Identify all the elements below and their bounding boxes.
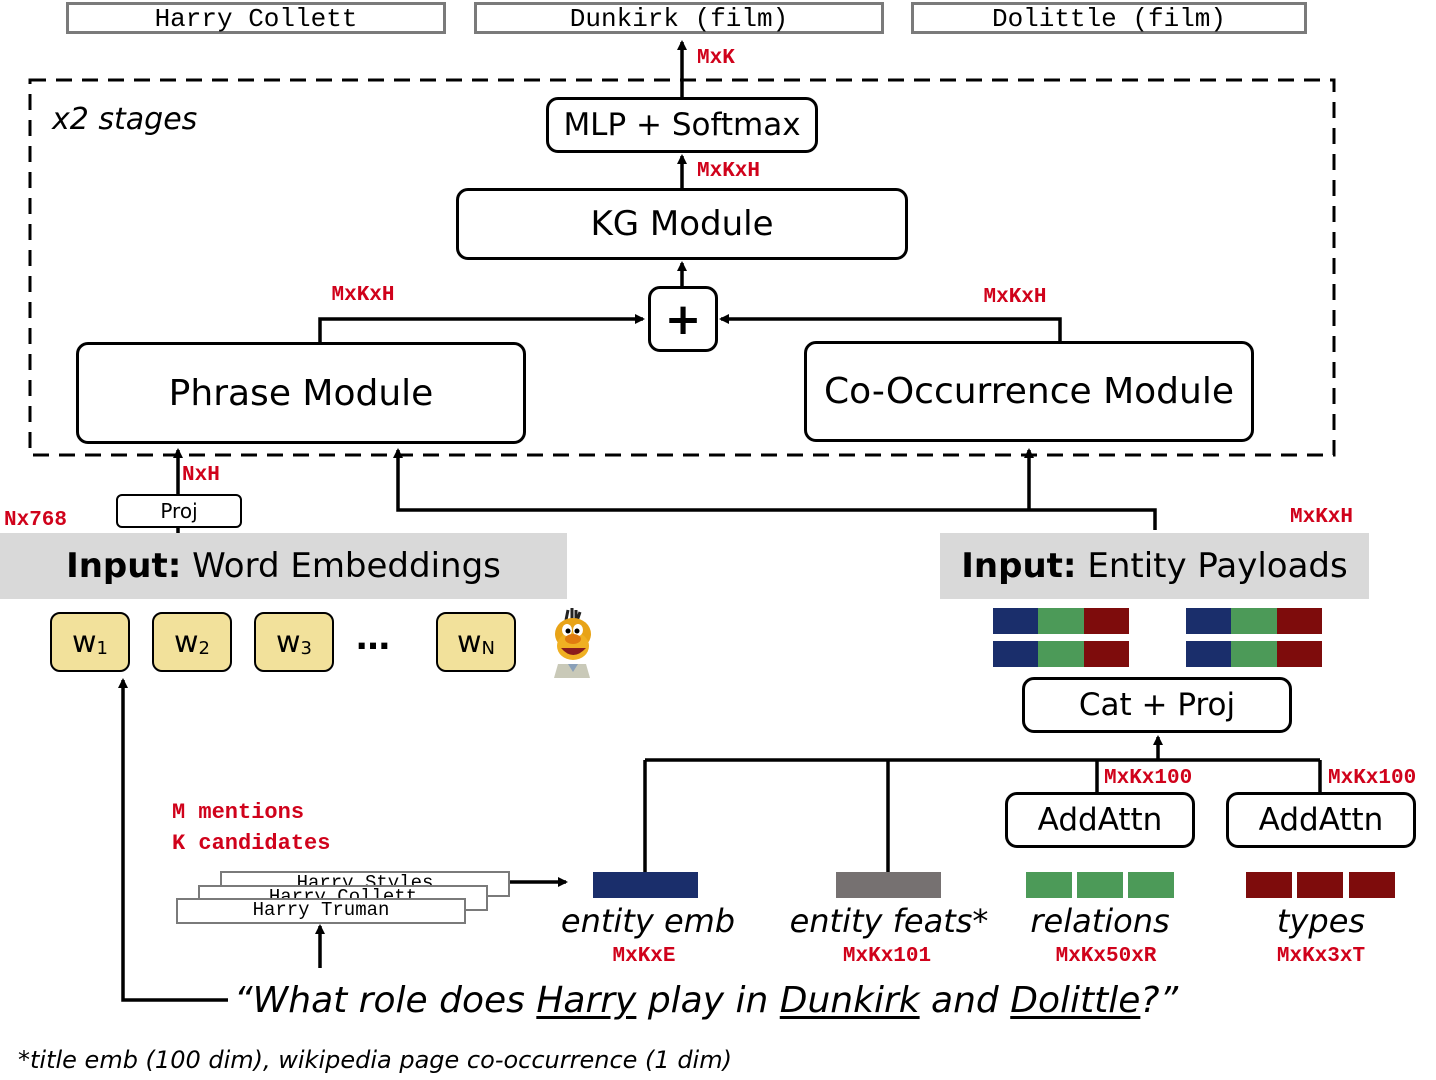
entity-feats-label: entity feats* xyxy=(789,902,989,940)
kg-module-label: KG Module xyxy=(590,204,774,244)
word-ellipsis: … xyxy=(356,618,390,658)
proj-box: Proj xyxy=(116,494,242,528)
dim-addattn-2-out: MxKx100 xyxy=(1328,767,1417,790)
entity-feats-dim: MxKx101 xyxy=(842,945,932,968)
types-bar xyxy=(1297,872,1343,898)
mentions-label: M mentions xyxy=(172,800,305,825)
entity-input-bold: Input: xyxy=(961,546,1077,586)
output-entity-3: Dolittle (film) xyxy=(911,2,1307,34)
relations-bar xyxy=(1128,872,1174,898)
question-part: and xyxy=(919,980,1011,1021)
word-token-base: w xyxy=(456,624,482,660)
candidates-label: K candidates xyxy=(172,831,331,856)
payload-bar xyxy=(993,641,1129,667)
relations-label: relations xyxy=(1030,902,1170,940)
proj-label: Proj xyxy=(160,499,198,523)
addattn-box-2: AddAttn xyxy=(1226,792,1416,848)
cooccurrence-module-box: Co-Occurrence Module xyxy=(804,341,1254,442)
relations-bar xyxy=(1026,872,1072,898)
entity-emb-dim: MxKxE xyxy=(612,945,676,968)
addattn-label-1: AddAttn xyxy=(1037,802,1163,838)
phrase-module-label: Phrase Module xyxy=(168,372,434,414)
mlp-softmax-label: MLP + Softmax xyxy=(563,107,801,143)
types-dim: MxKx3xT xyxy=(1276,945,1366,968)
stages-label: x2 stages xyxy=(52,102,198,137)
plus-label: + xyxy=(664,293,702,345)
entity-payloads-input: Input: Entity Payloads xyxy=(940,533,1369,599)
question-text: “What role does Harry play in Dunkirk an… xyxy=(234,980,1178,1021)
entity-emb-label: entity emb xyxy=(560,902,736,940)
word-token-sub: 3 xyxy=(300,637,312,659)
dim-addattn-1-out: MxKx100 xyxy=(1104,767,1193,790)
question-mention-harry: Harry xyxy=(536,980,637,1021)
phrase-module-box: Phrase Module xyxy=(76,342,526,444)
dim-word-in: Nx768 xyxy=(4,509,68,532)
word-token-sub: 1 xyxy=(96,637,108,659)
types-bar xyxy=(1246,872,1292,898)
dim-mlp-out: MxK xyxy=(697,47,735,70)
dim-entity-in: MxKxH xyxy=(1290,506,1354,529)
word-token-base: w xyxy=(72,624,97,660)
entity-feats-bar xyxy=(836,872,941,898)
types-label: types xyxy=(1276,902,1366,940)
footnote: *title emb (100 dim), wikipedia page co-… xyxy=(18,1046,732,1074)
relations-bar xyxy=(1077,872,1123,898)
dim-proj-out: NxH xyxy=(182,464,220,487)
dim-cooc-out: MxKxH xyxy=(983,286,1047,309)
cooccurrence-module-label: Co-Occurrence Module xyxy=(824,371,1234,412)
question-mention-dunkirk: Dunkirk xyxy=(779,980,920,1021)
word-token-sub: N xyxy=(481,637,495,659)
addattn-label-2: AddAttn xyxy=(1258,802,1384,838)
word-token-base: w xyxy=(174,624,199,660)
cat-proj-label: Cat + Proj xyxy=(1078,687,1236,723)
dim-kg-out: MxKxH xyxy=(697,160,761,183)
bert-mascot-icon xyxy=(554,608,591,678)
relations-dim: MxKx50xR xyxy=(1055,945,1157,968)
word-token-sub: 2 xyxy=(198,637,210,659)
question-part: ?” xyxy=(1140,980,1179,1021)
entity-emb-bar xyxy=(593,872,698,898)
kg-module-box: KG Module xyxy=(456,188,908,260)
question-mention-dolittle: Dolittle xyxy=(1010,980,1141,1021)
entity-input-text: Entity Payloads xyxy=(1076,546,1348,586)
cat-proj-box: Cat + Proj xyxy=(1022,677,1292,733)
payload-bar xyxy=(1186,641,1322,667)
plus-node: + xyxy=(648,286,718,352)
word-input-bold: Input: xyxy=(66,546,182,586)
addattn-box-1: AddAttn xyxy=(1005,792,1195,848)
word-input-text: Word Embeddings xyxy=(181,546,501,586)
candidate-card-3: Harry Truman xyxy=(176,898,466,924)
word-embeddings-input: Input: Word Embeddings xyxy=(0,533,567,599)
output-entity-2: Dunkirk (film) xyxy=(474,2,884,34)
question-part: “What role does xyxy=(234,980,537,1021)
types-bar xyxy=(1349,872,1395,898)
payload-bar xyxy=(1186,608,1322,634)
dim-phrase-out: MxKxH xyxy=(331,284,395,307)
output-entity-1: Harry Collett xyxy=(66,2,446,34)
question-part: play in xyxy=(636,980,780,1021)
mlp-softmax-box: MLP + Softmax xyxy=(546,97,818,153)
word-token-base: w xyxy=(276,624,301,660)
payload-bar xyxy=(993,608,1129,634)
